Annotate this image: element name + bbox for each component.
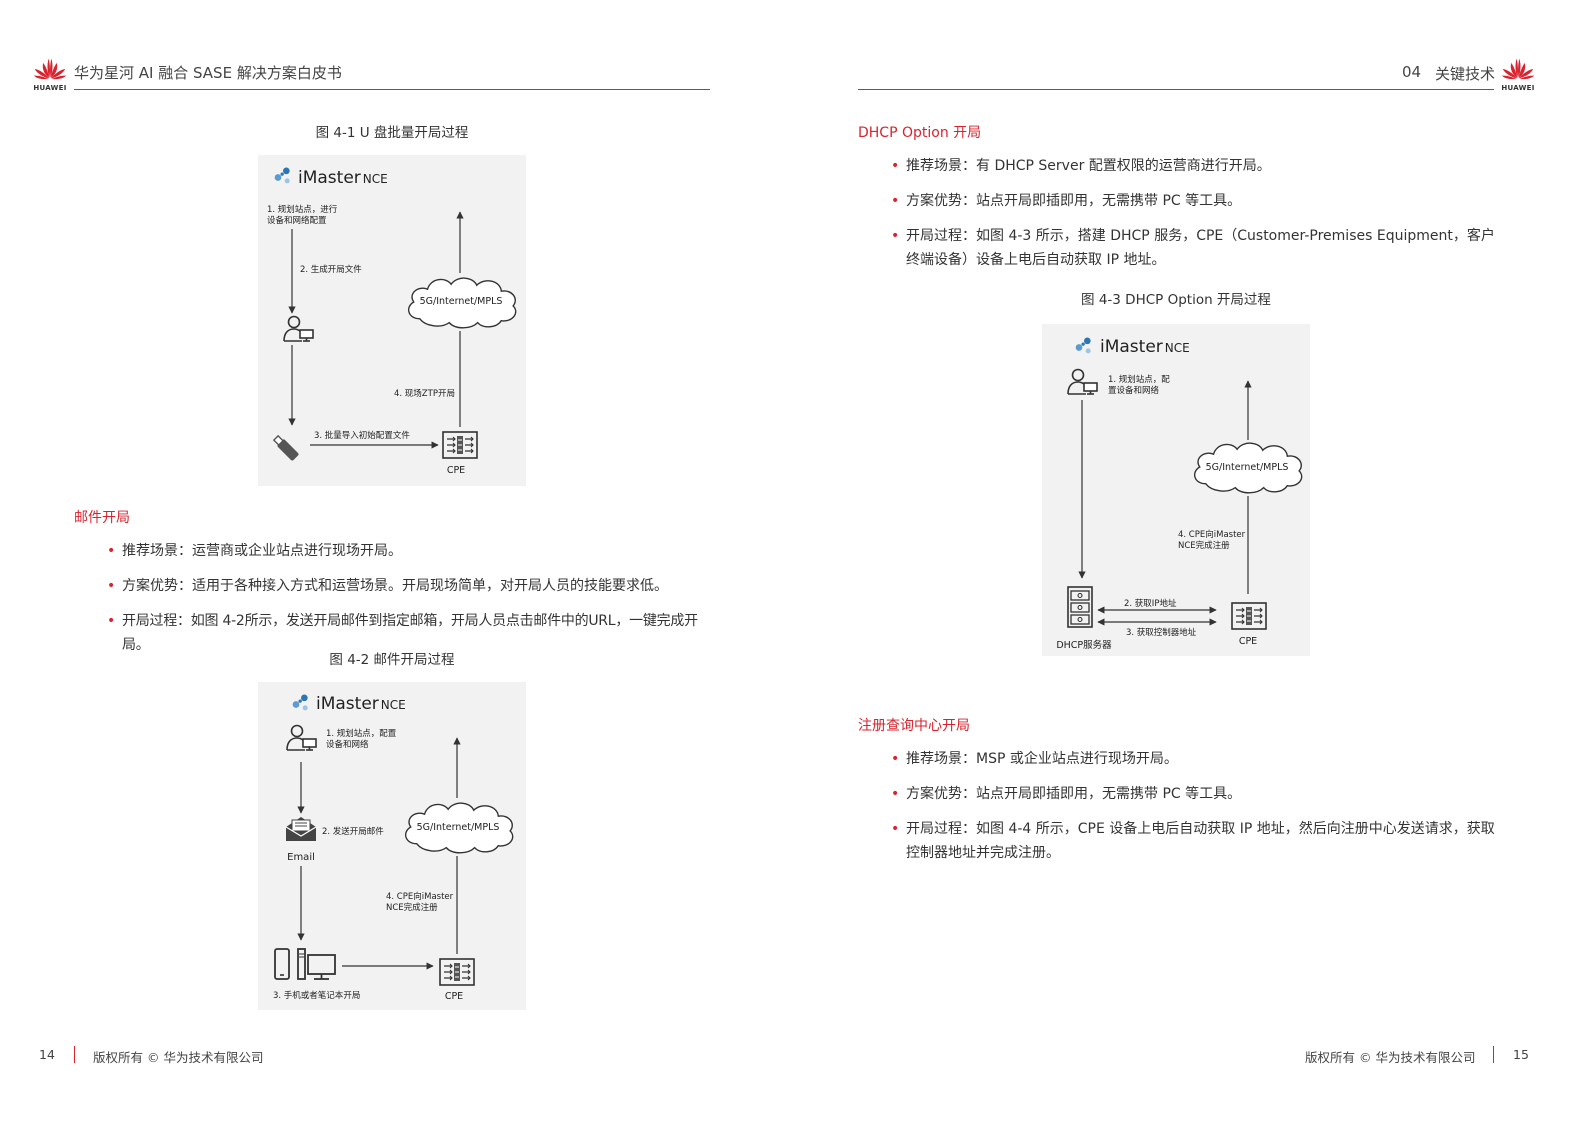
fig3-step4-line1: 4. CPE向iMaster [1178, 529, 1246, 540]
fig1-cloud-label: 5G/Internet/MPLS [420, 296, 503, 307]
fig2-step4-line1: 4. CPE向iMaster [386, 891, 454, 902]
fig3-cloud-label: 5G/Internet/MPLS [1206, 462, 1289, 473]
fig1-step3: 3. 批量导入初始配置文件 [314, 430, 410, 441]
dhcp-server-icon [1067, 586, 1093, 628]
email-icon [285, 816, 317, 842]
fig3-server-label: DHCP服务器 [1056, 639, 1112, 651]
bullet-item: •推荐场景：有 DHCP Server 配置权限的运营商进行开局。 [891, 158, 1271, 174]
footer-copyright-left: 版权所有 © 华为技术有限公司 [93, 1050, 264, 1065]
fig3-step3: 3. 获取控制器地址 [1126, 627, 1197, 638]
imaster-nce-logo-icon [274, 167, 290, 184]
bullet-item: •推荐场景：MSP 或企业站点进行现场开局。 [891, 751, 1178, 767]
bullet-item: •开局过程：如图 4-3 所示，搭建 DHCP 服务，CPE（Customer-… [891, 228, 1495, 268]
bullet-item: •开局过程：如图 4-4 所示，CPE 设备上电后自动获取 IP 地址，然后向注… [891, 821, 1495, 861]
huawei-flower-icon [33, 56, 67, 80]
registry-center-bullets: •推荐场景：MSP 或企业站点进行现场开局。 •方案优势：站点开局即插即用，无需… [891, 747, 1495, 876]
fig3-step1-line2: 置设备和网络 [1108, 385, 1160, 396]
figure-4-2-caption: 图 4-2 邮件开局过程 [329, 652, 455, 668]
section-title-registry-center: 注册查询中心开局 [858, 718, 970, 734]
phone-laptop-icon [274, 948, 336, 980]
fig1-step2: 2. 生成开局文件 [300, 264, 362, 275]
header-chapter-title: 关键技术 [1435, 65, 1496, 83]
huawei-logo-text: HUAWEI [1501, 84, 1535, 92]
fig3-cpe-label: CPE [1239, 636, 1257, 647]
figure-4-3-caption: 图 4-3 DHCP Option 开局过程 [1081, 292, 1271, 308]
imaster-nce-logo-icon [1075, 337, 1091, 354]
fig2-step2: 2. 发送开局邮件 [322, 826, 384, 837]
footer-page-number-right: 15 [1513, 1047, 1529, 1062]
fig2-step4-line2: NCE完成注册 [386, 902, 438, 913]
footer-divider-right [1493, 1046, 1494, 1063]
fig2-email-label: Email [287, 852, 315, 863]
engineer-pc-icon [286, 724, 317, 751]
footer-copyright-right: 版权所有 © 华为技术有限公司 [1305, 1050, 1476, 1065]
fig3-step1-line1: 1. 规划站点，配 [1108, 374, 1170, 385]
section-title-email-deployment: 邮件开局 [74, 510, 130, 526]
header-divider-right [858, 89, 1494, 90]
bullet-item: •开局过程：如图 4-2所示，发送开局邮件到指定邮箱，开局人员点击邮件中的URL… [107, 613, 698, 653]
fig3-step4-line2: NCE完成注册 [1178, 540, 1230, 551]
fig1-step4: 4. 现场ZTP开局 [394, 389, 455, 399]
huawei-logo-right: HUAWEI [1501, 56, 1535, 92]
fig2-step1-line1: 1. 规划站点，配置 [326, 728, 397, 739]
bullet-item: •方案优势：站点开局即插即用，无需携带 PC 等工具。 [891, 193, 1242, 209]
header-document-title: 华为星河 AI 融合 SASE 解决方案白皮书 [74, 64, 342, 82]
cpe-icon [439, 958, 475, 986]
header-chapter-number: 04 [1402, 63, 1422, 81]
section-title-dhcp-option: DHCP Option 开局 [858, 125, 982, 141]
fig1-step1-line1: 1. 规划站点，进行 [267, 204, 338, 215]
cpe-icon [442, 431, 478, 459]
footer-page-number-left: 14 [39, 1047, 55, 1062]
engineer-pc-icon [283, 315, 314, 342]
huawei-logo-text: HUAWEI [33, 84, 67, 92]
fig2-step1-line2: 设备和网络 [326, 739, 369, 750]
fig1-step1-line2: 设备和网络配置 [267, 215, 327, 226]
fig2-cloud-label: 5G/Internet/MPLS [417, 822, 500, 833]
usb-drive-icon [273, 433, 301, 463]
figure-4-1-caption: 图 4-1 U 盘批量开局过程 [315, 125, 469, 141]
engineer-pc-icon [1067, 368, 1098, 395]
email-deployment-bullets: •推荐场景：运营商或企业站点进行现场开局。 •方案优势：适用于各种接入方式和运营… [107, 539, 722, 668]
fig2-step3: 3. 手机或者笔记本开局 [273, 990, 360, 1001]
cpe-icon [1231, 602, 1267, 630]
header-divider-left [74, 89, 710, 90]
huawei-logo-left: HUAWEI [33, 56, 67, 92]
imaster-nce-logo-icon [292, 694, 308, 711]
dhcp-option-bullets: •推荐场景：有 DHCP Server 配置权限的运营商进行开局。 •方案优势：… [891, 154, 1495, 283]
bullet-item: •方案优势：适用于各种接入方式和运营场景。开局现场简单，对开局人员的技能要求低。 [107, 578, 668, 594]
fig2-cpe-label: CPE [445, 991, 463, 1002]
fig3-step2: 2. 获取IP地址 [1124, 598, 1177, 609]
bullet-item: •推荐场景：运营商或企业站点进行现场开局。 [107, 543, 402, 559]
huawei-flower-icon [1501, 56, 1535, 80]
fig1-cpe-label: CPE [447, 465, 465, 476]
bullet-item: •方案优势：站点开局即插即用，无需携带 PC 等工具。 [891, 786, 1242, 802]
footer-divider-left [74, 1046, 75, 1063]
